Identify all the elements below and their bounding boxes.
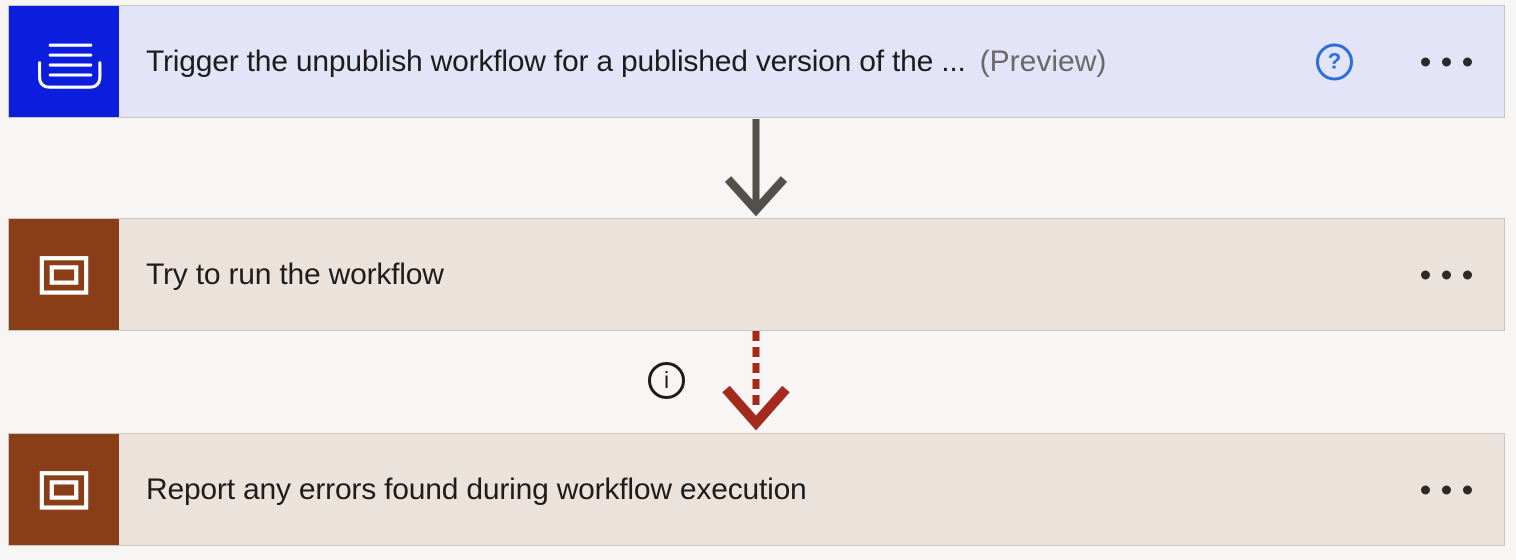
more-options-icon[interactable] — [1419, 479, 1474, 500]
preview-badge: (Preview) — [979, 44, 1107, 78]
more-options-icon[interactable] — [1419, 264, 1474, 285]
solid-arrow-connector — [714, 117, 798, 218]
action-card-title: Try to run the workflow — [146, 257, 444, 291]
info-icon[interactable]: i — [648, 362, 685, 399]
action-card-try-run[interactable]: Try to run the workflow — [8, 218, 1505, 331]
dashed-arrow-connector — [714, 331, 798, 432]
inbox-tray-icon — [9, 6, 119, 117]
action-card-report-errors[interactable]: Report any errors found during workflow … — [8, 433, 1505, 546]
scope-icon — [9, 219, 119, 330]
help-icon[interactable]: ? — [1316, 43, 1353, 80]
more-options-icon[interactable] — [1419, 51, 1474, 72]
trigger-card[interactable]: Trigger the unpublish workflow for a pub… — [8, 5, 1505, 118]
scope-icon — [9, 434, 119, 545]
trigger-card-title: Trigger the unpublish workflow for a pub… — [146, 44, 966, 78]
action-card-title: Report any errors found during workflow … — [146, 472, 807, 506]
